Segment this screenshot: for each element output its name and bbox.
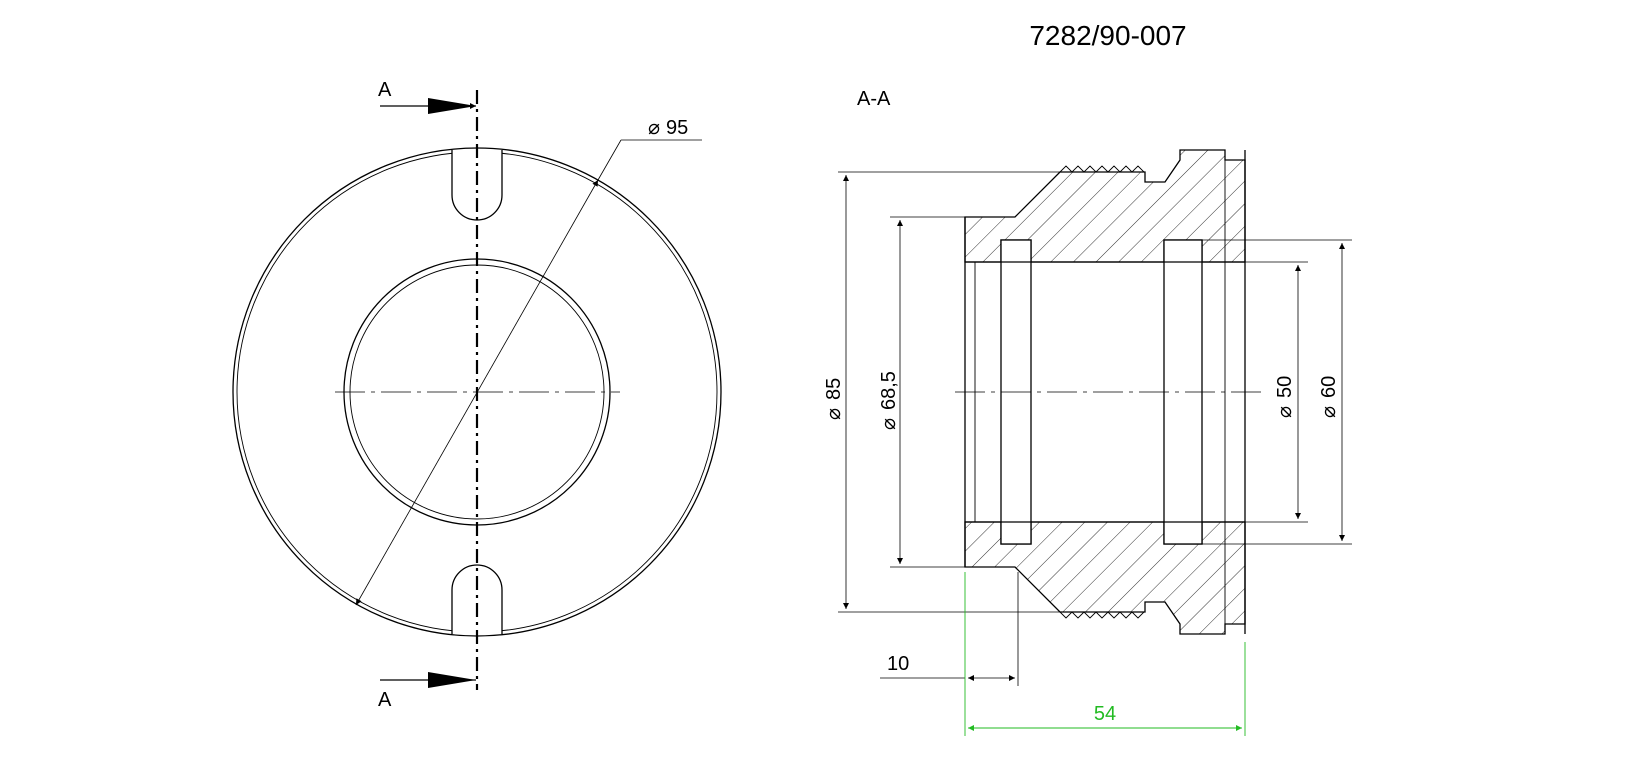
section-label: A-A bbox=[857, 88, 891, 110]
dim-50-value: 50 bbox=[1274, 376, 1296, 398]
dim-85-label: ⌀ 85 bbox=[823, 378, 845, 420]
dim-50-label: ⌀ 50 bbox=[1274, 376, 1296, 418]
dim-60-value: 60 bbox=[1318, 376, 1340, 398]
dim-68-label: ⌀ 68,5 bbox=[878, 371, 900, 430]
cut-arrow-bottom-head bbox=[428, 672, 476, 688]
dim-95-symbol: ⌀ bbox=[648, 117, 660, 139]
dim-line-95 bbox=[355, 179, 599, 606]
thread-bottom bbox=[1059, 611, 1145, 619]
cut-arrow-top-head bbox=[428, 98, 476, 114]
thread-top bbox=[1059, 165, 1145, 173]
dim-85-value: 85 bbox=[823, 378, 845, 400]
cut-mark-top: A bbox=[378, 79, 392, 101]
dim-95-value: 95 bbox=[666, 117, 688, 139]
dim-54-value: 54 bbox=[1094, 703, 1116, 725]
dim-85-symbol: ⌀ bbox=[823, 408, 845, 420]
drawing-number: 7282/90-007 bbox=[1029, 20, 1186, 51]
dim-10-value: 10 bbox=[887, 653, 909, 675]
dim-leader-95 bbox=[597, 139, 622, 181]
front-view: A A ⌀ 95 bbox=[232, 79, 722, 711]
section-view: A-A ⌀ 85 ⌀ 68, bbox=[823, 88, 1352, 736]
dim-68-value: 68,5 bbox=[878, 371, 900, 410]
dim-60-label: ⌀ 60 bbox=[1318, 376, 1340, 418]
dim-50-symbol: ⌀ bbox=[1274, 406, 1296, 418]
cut-mark-bottom: A bbox=[378, 689, 392, 711]
dim-68-symbol: ⌀ bbox=[878, 418, 900, 430]
dim-60-symbol: ⌀ bbox=[1318, 406, 1340, 418]
